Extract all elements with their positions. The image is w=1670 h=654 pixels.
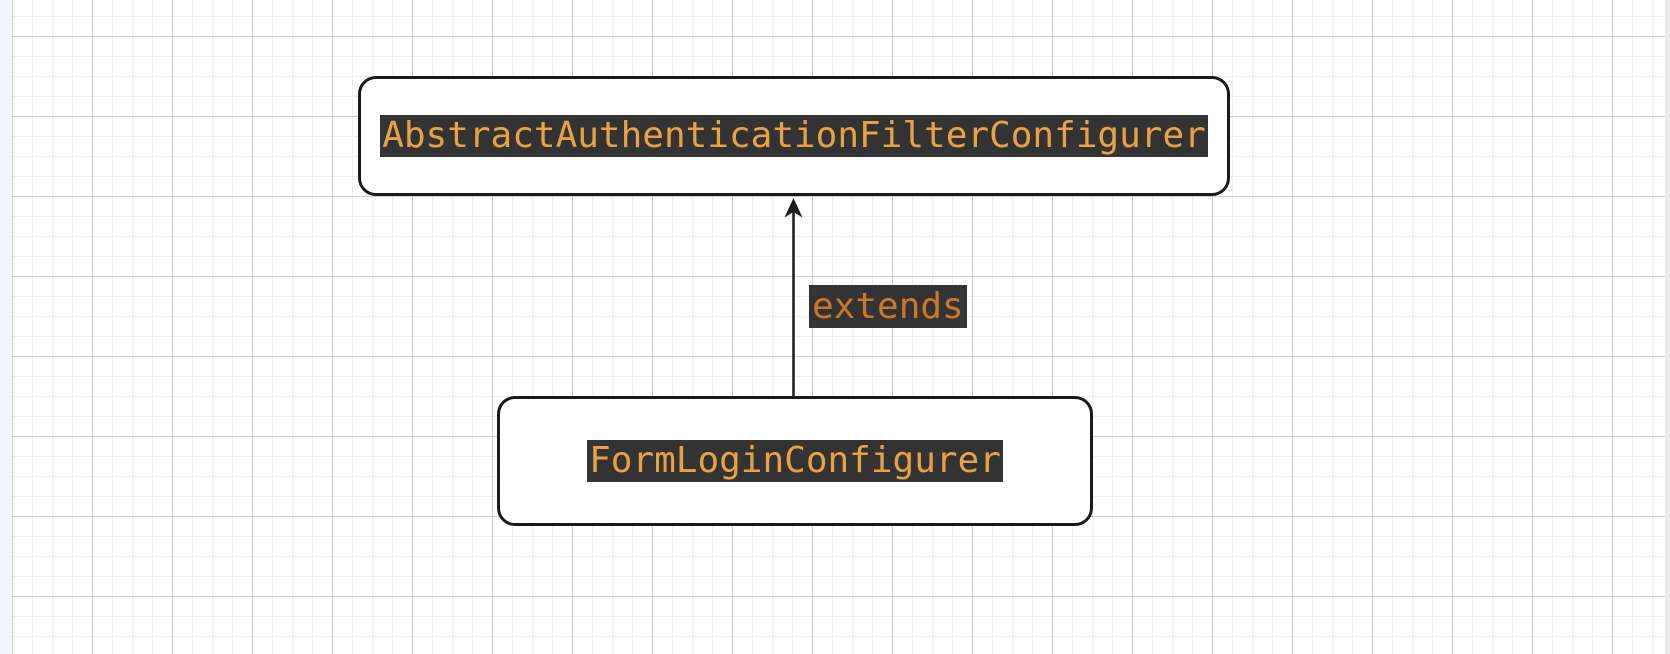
class-node-form-login-configurer[interactable]: FormLoginConfigurer (497, 396, 1093, 526)
class-node-abstract-authentication-filter-configurer[interactable]: AbstractAuthenticationFilterConfigurer (358, 76, 1230, 196)
canvas-right-edge (1665, 0, 1670, 654)
edge-label-extends[interactable]: extends (809, 285, 967, 328)
class-node-label: FormLoginConfigurer (587, 440, 1003, 482)
side-panel-edge (0, 0, 11, 654)
arrowhead-icon (784, 198, 803, 218)
class-node-label: AbstractAuthenticationFilterConfigurer (380, 115, 1208, 157)
